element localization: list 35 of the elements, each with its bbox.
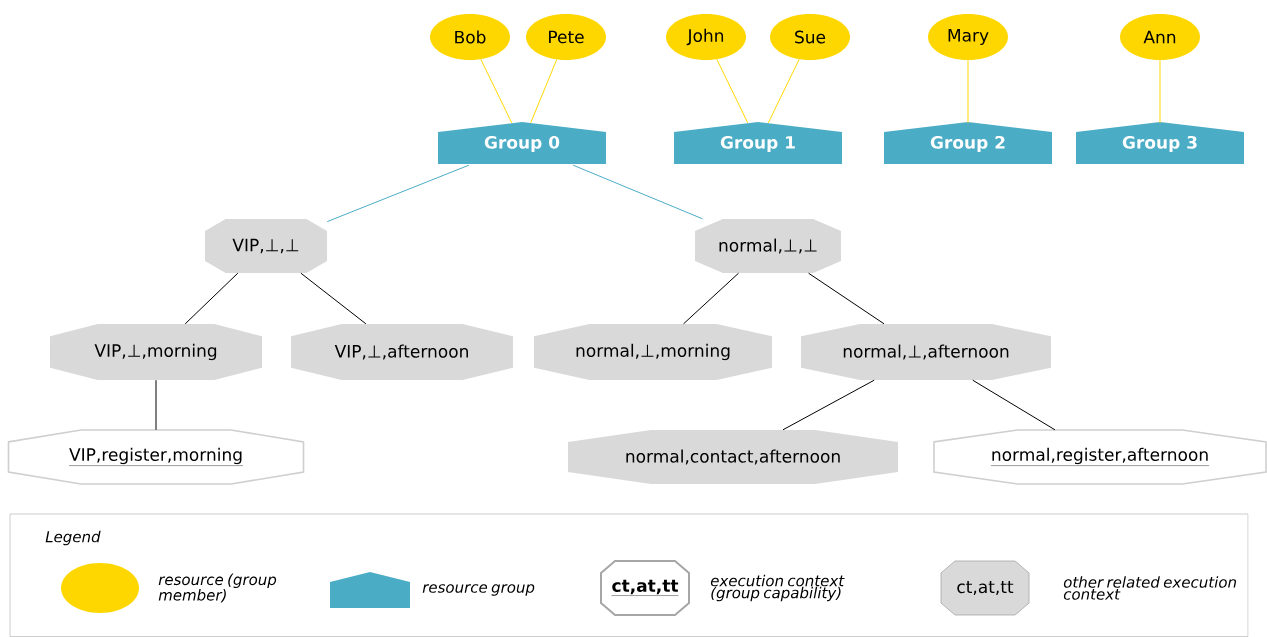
legend-text: execution context (group capability) <box>710 574 845 602</box>
group-pentagon: Group 0 <box>438 122 606 164</box>
connector-line <box>326 164 470 223</box>
context-octagon: VIP,⊥,afternoon <box>291 324 513 380</box>
legend-title: Legend <box>45 530 101 546</box>
capability-octagon: normal,register,afternoon <box>933 429 1267 485</box>
context-octagon: normal,⊥,morning <box>534 324 772 380</box>
group-pentagon: Group 2 <box>884 122 1052 164</box>
connector-line <box>782 379 875 431</box>
connector-line <box>300 272 367 325</box>
context-octagon: normal,⊥,⊥ <box>695 219 841 273</box>
context-octagon: VIP,⊥,morning <box>50 324 262 380</box>
connector-line <box>967 59 969 124</box>
connector-line <box>184 272 239 325</box>
connector-line <box>1159 59 1161 124</box>
context-octagon: normal,contact,afternoon <box>568 430 898 484</box>
connector-line <box>683 272 739 325</box>
legend-text: other related execution context <box>1063 576 1236 600</box>
connector-line <box>972 379 1056 431</box>
connector-line <box>716 58 749 124</box>
connector-line <box>808 272 885 325</box>
context-octagon: normal,⊥,afternoon <box>801 324 1051 380</box>
connector-line <box>530 59 558 124</box>
symbol-label: ct,at,tt <box>611 579 679 596</box>
group-pentagon: Group 1 <box>674 122 842 164</box>
connector-line <box>767 58 800 124</box>
group-pentagon: Group 3 <box>1076 122 1244 164</box>
symbol-label: ct,at,tt <box>957 581 1014 595</box>
capability-octagon: VIP,register,morning <box>7 429 305 485</box>
connector-line <box>155 379 157 431</box>
connector-line <box>480 58 513 124</box>
context-octagon: VIP,⊥,⊥ <box>205 219 327 273</box>
legend-text: resource group <box>422 584 535 596</box>
connector-line <box>572 164 703 220</box>
legend-text: resource (group member) <box>158 573 277 603</box>
